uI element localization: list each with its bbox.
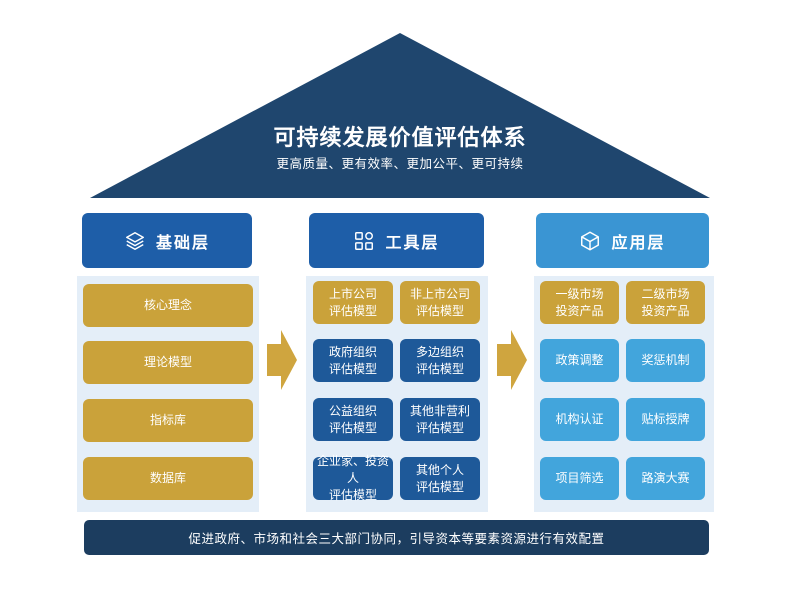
column-header-foundation: 基础层 <box>82 213 252 268</box>
tools-item: 多边组织 评估模型 <box>400 339 480 382</box>
application-item: 二级市场 投资产品 <box>626 281 705 324</box>
application-item: 机构认证 <box>540 398 619 441</box>
roof-shape <box>90 33 710 198</box>
foundation-item: 理论模型 <box>83 341 253 384</box>
column-title: 工具层 <box>385 232 440 252</box>
arrow-right-icon <box>497 330 527 390</box>
grid-blocks-icon <box>355 231 374 250</box>
tools-item: 公益组织 评估模型 <box>313 398 393 441</box>
application-item: 贴标授牌 <box>626 398 705 441</box>
column-header-application: 应用层 <box>536 213 709 268</box>
foundation-item: 数据库 <box>83 457 253 500</box>
roof-subtitle: 更高质量、更有效率、更加公平、更可持续 <box>276 156 524 171</box>
arrow-right-icon <box>267 330 297 390</box>
foundation-item: 核心理念 <box>83 284 253 327</box>
application-item: 一级市场 投资产品 <box>540 281 619 324</box>
cube-icon <box>581 231 600 250</box>
tools-item: 其他非营利 评估模型 <box>400 398 480 441</box>
layers-icon <box>126 231 144 250</box>
tools-item: 上市公司 评估模型 <box>313 281 393 324</box>
column-title: 基础层 <box>155 232 210 252</box>
foundation-panel: 核心理念 理论模型 指标库 数据库 <box>77 276 259 512</box>
roof <box>90 33 710 198</box>
tools-panel: 上市公司 评估模型 非上市公司 评估模型 政府组织 评估模型 多边组织 评估模型… <box>306 276 488 512</box>
application-item: 奖惩机制 <box>626 339 705 382</box>
footer-banner: 促进政府、市场和社会三大部门协同，引导资本等要素资源进行有效配置 <box>84 520 709 555</box>
application-item: 项目筛选 <box>540 457 619 500</box>
tools-item: 其他个人 评估模型 <box>400 457 480 500</box>
application-panel: 一级市场 投资产品 二级市场 投资产品 政策调整 奖惩机制 机构认证 贴标授牌 … <box>534 276 714 512</box>
application-item: 路演大赛 <box>626 457 705 500</box>
tools-item: 政府组织 评估模型 <box>313 339 393 382</box>
tools-item: 企业家、投资人 评估模型 <box>313 454 393 502</box>
footer-text: 促进政府、市场和社会三大部门协同，引导资本等要素资源进行有效配置 <box>188 531 605 546</box>
column-header-tools: 工具层 <box>309 213 484 268</box>
application-item: 政策调整 <box>540 339 619 382</box>
tools-item: 非上市公司 评估模型 <box>400 281 480 324</box>
column-title: 应用层 <box>611 232 666 252</box>
roof-title: 可持续发展价值评估体系 <box>273 126 527 151</box>
foundation-item: 指标库 <box>83 399 253 442</box>
